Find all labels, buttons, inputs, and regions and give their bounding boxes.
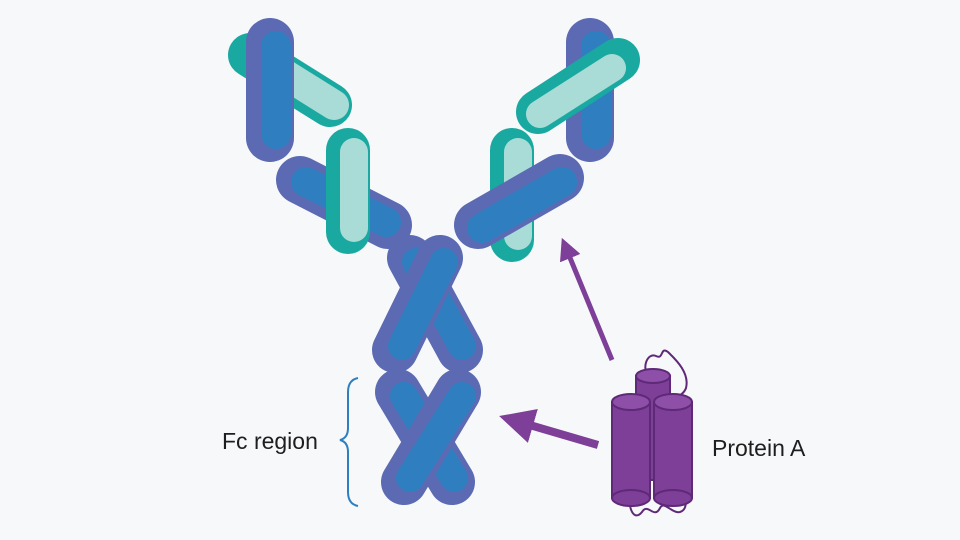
right-heavy-chain-lower (454, 154, 584, 249)
fc-region-label: Fc region (222, 428, 318, 454)
antibody-ch2-domains (372, 235, 483, 373)
left-heavy-chain-upper (246, 18, 294, 162)
left-fab-arm (228, 18, 412, 254)
antibody-fc-domains (375, 369, 481, 505)
right-fab-arm (454, 18, 640, 262)
protein-a-icon (611, 349, 693, 517)
binding-arrow-to-fab (560, 237, 615, 361)
binding-arrow-to-fc (499, 409, 600, 449)
protein-a-label: Protein A (712, 435, 806, 461)
fc-region-bracket (339, 377, 359, 507)
left-light-chain-lower (326, 128, 370, 254)
right-light-chain-upper (516, 38, 640, 134)
